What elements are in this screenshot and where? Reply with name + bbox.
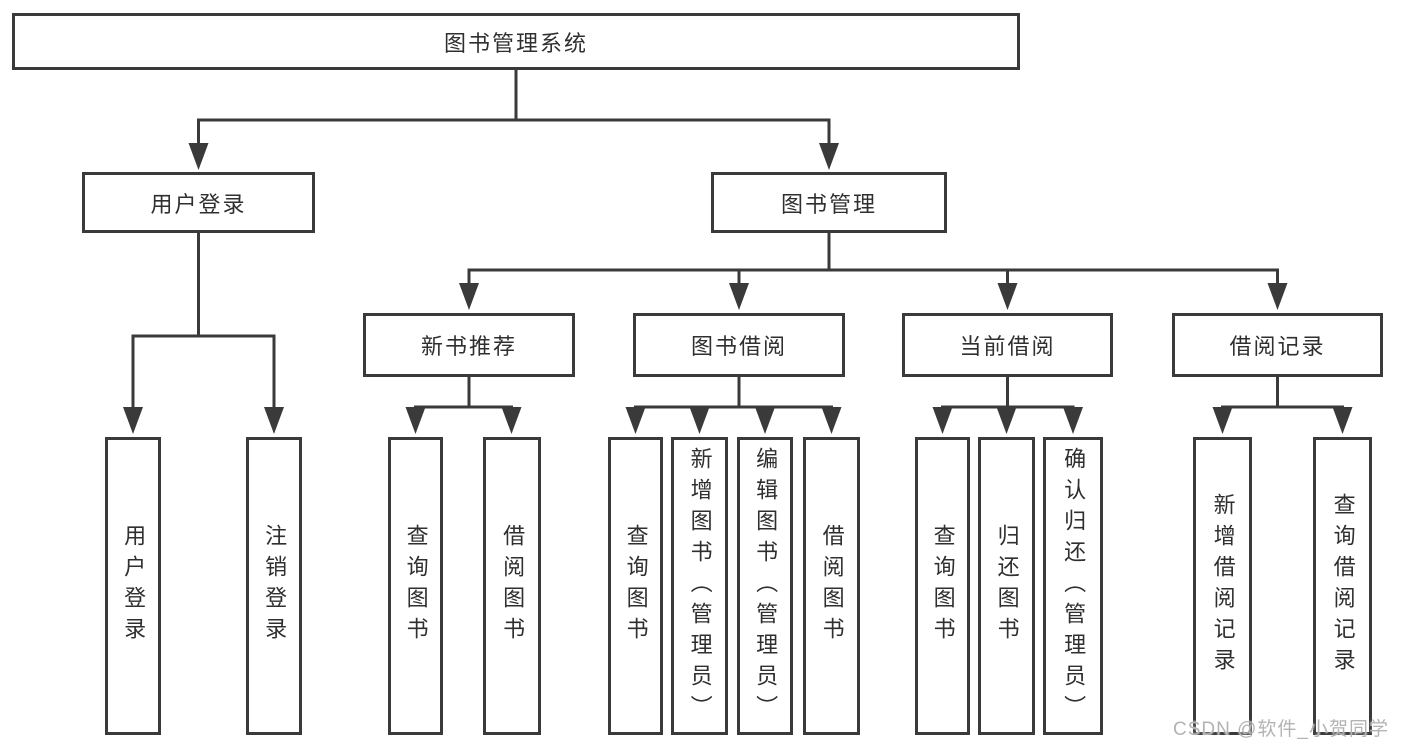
- node-book-borrowing-label: 图书借阅: [690, 334, 787, 359]
- leaf-records-add-record-label: 新增借阅记录: [1210, 493, 1236, 679]
- node-book-management: 图书管理: [711, 172, 947, 233]
- leaf-current-return-books: 归还图书: [978, 437, 1035, 735]
- node-book-borrowing: 图书借阅: [633, 313, 845, 377]
- node-user-login: 用户登录: [82, 172, 315, 233]
- node-user-login-label: 用户登录: [150, 191, 247, 217]
- leaf-records-query-record: 查询借阅记录: [1313, 437, 1372, 735]
- leaf-current-confirm-return-admin-label: 确认归还（管理员）: [1061, 446, 1087, 726]
- node-borrowing-records-label: 借阅记录: [1229, 334, 1326, 359]
- leaf-borrow-edit-books-admin: 编辑图书（管理员）: [737, 437, 793, 735]
- leaf-recommend-borrow-books-label: 借阅图书: [500, 524, 526, 648]
- node-new-book-recommend-label: 新书推荐: [420, 334, 517, 359]
- node-book-management-label: 图书管理: [780, 191, 877, 217]
- leaf-borrow-query-books-label: 查询图书: [623, 524, 649, 648]
- leaf-current-confirm-return-admin: 确认归还（管理员）: [1043, 437, 1103, 735]
- leaf-logout: 注销登录: [246, 437, 302, 735]
- leaf-user-login-label: 用户登录: [121, 524, 147, 648]
- leaf-current-query-books-label: 查询图书: [930, 524, 956, 648]
- leaf-user-login: 用户登录: [105, 437, 161, 735]
- leaf-records-add-record: 新增借阅记录: [1193, 437, 1252, 735]
- leaf-borrow-query-books: 查询图书: [608, 437, 663, 735]
- node-current-borrowing-label: 当前借阅: [959, 334, 1056, 359]
- leaf-current-query-books: 查询图书: [915, 437, 970, 735]
- leaf-recommend-borrow-books: 借阅图书: [483, 437, 541, 735]
- leaf-borrow-borrow-books-label: 借阅图书: [819, 524, 845, 648]
- leaf-borrow-add-books-admin: 新增图书（管理员）: [671, 437, 728, 735]
- leaf-logout-label: 注销登录: [262, 524, 288, 648]
- node-current-borrowing: 当前借阅: [902, 313, 1113, 377]
- leaf-recommend-query-books-label: 查询图书: [403, 524, 429, 648]
- leaf-borrow-borrow-books: 借阅图书: [803, 437, 860, 735]
- node-book-management-system: 图书管理系统: [12, 13, 1020, 70]
- node-new-book-recommend: 新书推荐: [363, 313, 575, 377]
- csdn-watermark: CSDN @软件_小贺同学: [1173, 719, 1389, 740]
- leaf-recommend-query-books: 查询图书: [388, 437, 443, 735]
- leaf-borrow-add-books-admin-label: 新增图书（管理员）: [687, 446, 713, 726]
- leaf-records-query-record-label: 查询借阅记录: [1330, 493, 1356, 679]
- leaf-borrow-edit-books-admin-label: 编辑图书（管理员）: [753, 446, 779, 726]
- node-borrowing-records: 借阅记录: [1172, 313, 1383, 377]
- leaf-current-return-books-label: 归还图书: [994, 524, 1020, 648]
- node-book-management-system-label: 图书管理系统: [443, 30, 588, 56]
